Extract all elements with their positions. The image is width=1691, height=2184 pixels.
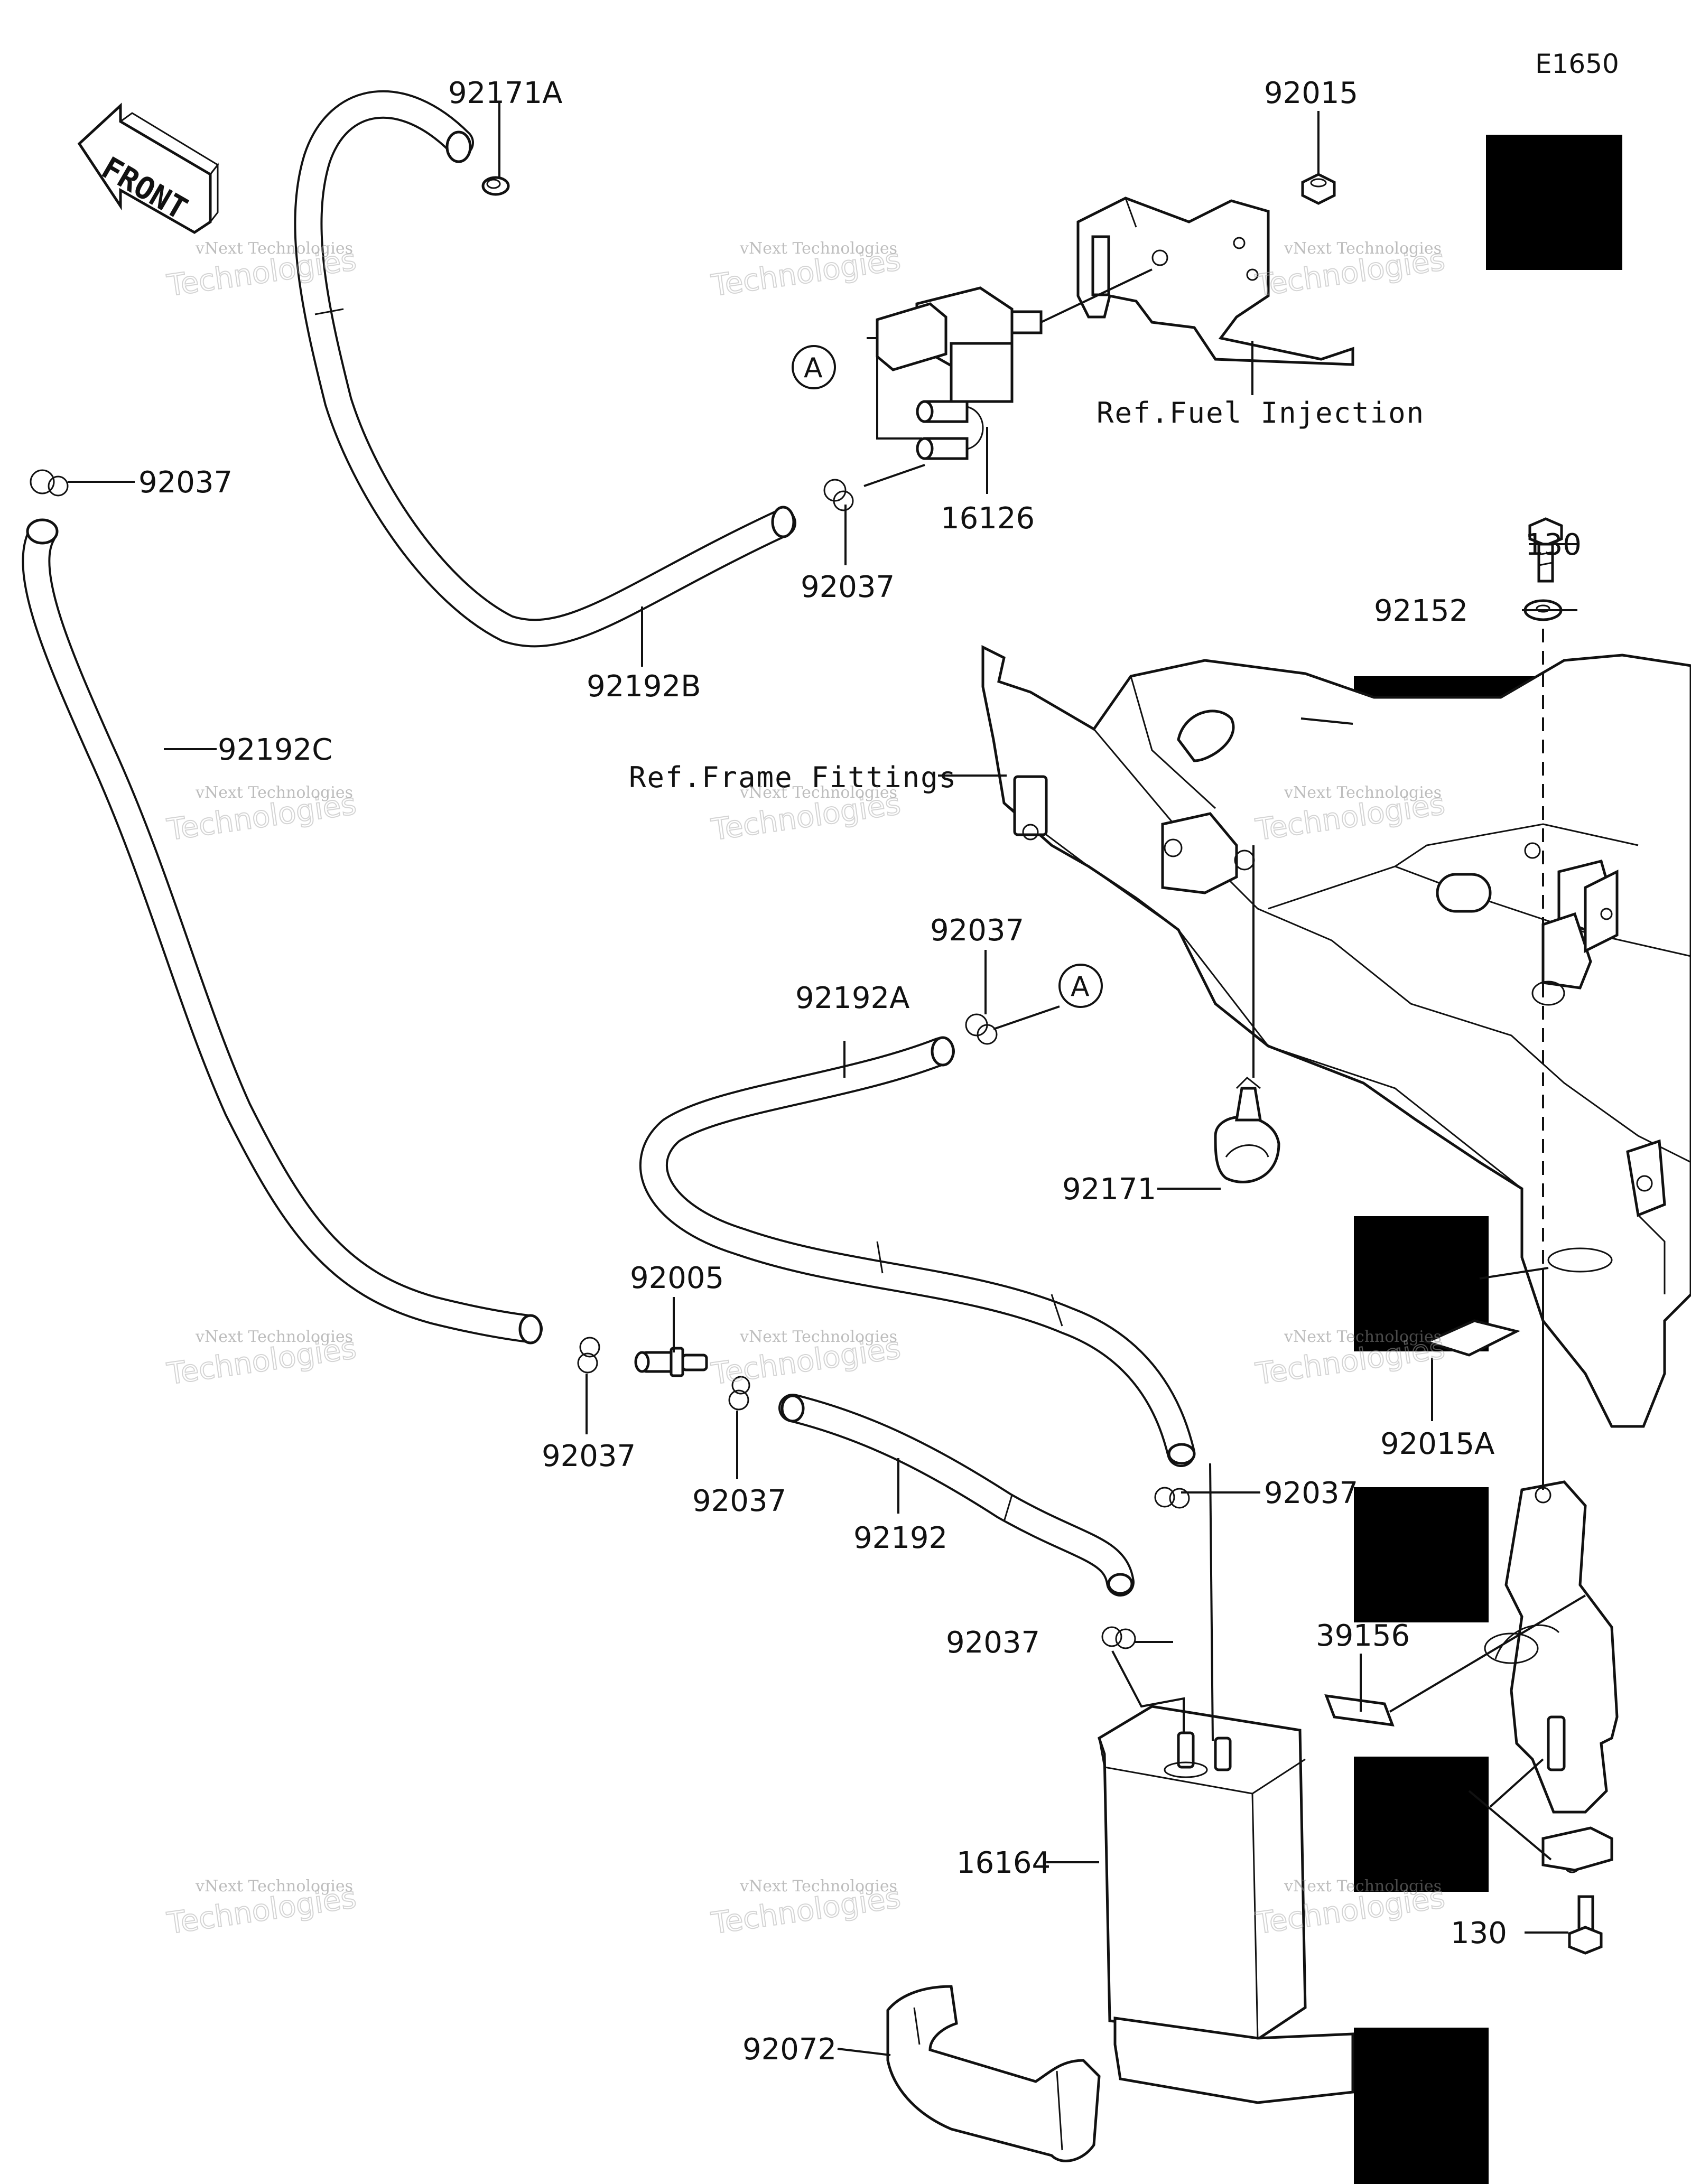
svg-text:A: A [804,352,823,384]
redaction-block [1354,2028,1489,2184]
clamp-icon [30,469,69,497]
part-label-92192c: 92192C [218,733,332,767]
watermark: vNext Technologies Technologies [709,1877,903,1942]
watermark: vNext Technologies Technologies [1253,239,1447,304]
redaction-block [1486,135,1622,270]
clamp-icon [1154,1487,1190,1509]
svg-text:vNext Technologies: vNext Technologies [1284,783,1442,802]
clip-92171-icon [1214,1076,1280,1183]
part-label-92037: 92037 [138,465,233,500]
joint-92005-icon [634,1347,708,1377]
frame-fittings-icon [981,645,1691,1428]
grommet-92015a-icon [1423,1319,1521,1357]
svg-text:vNext Technologies: vNext Technologies [195,1328,353,1346]
part-label-92171: 92171 [1062,1172,1156,1207]
part-label-39156: 39156 [1316,1619,1410,1653]
nut-92015-icon [1301,173,1336,205]
watermark: vNext Technologies Technologies [1253,1328,1447,1392]
redaction-block [1354,1757,1489,1892]
part-label-92037: 92037 [946,1626,1040,1660]
clamp-icon [728,1376,750,1411]
svg-text:vNext Technologies: vNext Technologies [195,783,353,802]
solenoid-valve-icon [876,286,1043,460]
part-label-130: 130 [1525,528,1582,562]
band-92072-icon [886,1985,1101,2162]
part-label-16164: 16164 [956,1846,1051,1880]
svg-text:vNext Technologies: vNext Technologies [739,239,897,258]
watermark: vNext Technologies Technologies [164,1877,359,1942]
part-label-92037: 92037 [930,913,1024,948]
bracket-fuel-injection-icon [1076,197,1354,366]
diagram-code: E1650 [1535,49,1619,79]
redaction-block [1354,1487,1489,1622]
svg-text:vNext Technologies: vNext Technologies [739,1328,897,1346]
part-label-130: 130 [1451,1916,1507,1950]
part-label-16126: 16126 [941,501,1035,536]
part-label-92037: 92037 [801,570,895,604]
svg-text:vNext Technologies: vNext Technologies [739,783,897,802]
part-label-92037: 92037 [542,1439,636,1473]
front-arrow-icon: FRONT [77,102,219,234]
svg-text:vNext Technologies: vNext Technologies [195,1877,353,1896]
watermark: vNext Technologies Technologies [164,783,359,848]
callout-a-mid: A [1058,964,1103,1008]
part-label-92171a: 92171A [448,76,562,110]
bolt-130-bottom-icon [1568,1895,1603,1955]
clip-92171a-icon [481,176,510,196]
part-label-92037: 92037 [1264,1476,1358,1510]
ref-frame-fittings-label: Ref.Frame Fittings [629,761,957,794]
svg-text:vNext Technologies: vNext Technologies [195,239,353,258]
svg-text:vNext Technologies: vNext Technologies [739,1877,897,1896]
canister-16164-icon [1097,1705,1354,2104]
clamp-icon [1101,1626,1136,1649]
hose-92192b [294,90,796,648]
part-label-92192a: 92192A [795,981,909,1015]
part-label-92192: 92192 [853,1521,947,1555]
svg-text:vNext Technologies: vNext Technologies [1284,1877,1442,1896]
svg-text:vNext Technologies: vNext Technologies [1284,239,1442,258]
part-label-92005: 92005 [630,1261,724,1295]
lower-bracket-icon [1484,1480,1619,1873]
leader-lines [68,103,1586,2056]
pad-39156-icon [1324,1694,1395,1727]
part-label-92015a: 92015A [1380,1427,1494,1461]
part-label-92037: 92037 [692,1484,786,1518]
hose-92192 [778,1394,1135,1597]
watermark: vNext Technologies Technologies [709,239,903,304]
clamp-icon [577,1337,600,1374]
bolt-130-top-icon [1528,517,1563,583]
part-label-92152: 92152 [1374,594,1468,628]
callout-a-top: A [792,345,836,389]
svg-text:A: A [1071,971,1090,1003]
part-label-92192b: 92192B [587,669,701,704]
watermark: vNext Technologies Technologies [164,239,359,304]
part-label-92072: 92072 [742,2032,837,2067]
svg-text:vNext Technologies: vNext Technologies [1284,1328,1442,1346]
clamp-icon [965,1013,998,1045]
clamp-icon [823,479,854,511]
watermark: vNext Technologies Technologies [709,1328,903,1392]
watermark: vNext Technologies Technologies [164,1328,359,1392]
part-label-92015: 92015 [1264,76,1358,110]
hose-92192c [22,518,543,1345]
hose-92192a [639,1036,1196,1467]
ref-fuel-injection-label: Ref.Fuel Injection [1097,396,1425,430]
